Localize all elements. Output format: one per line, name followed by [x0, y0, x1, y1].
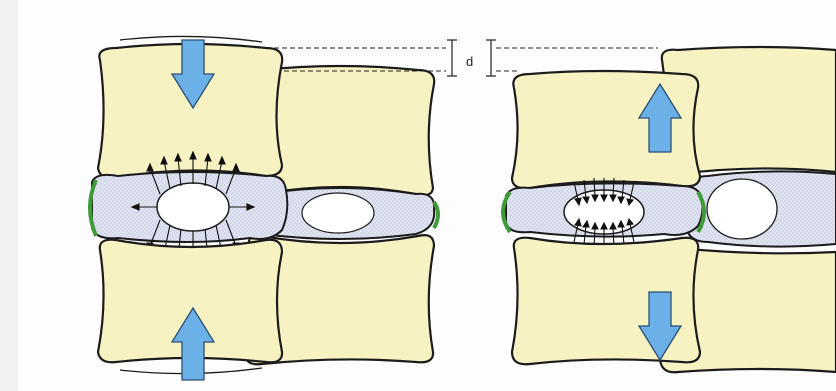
left-front-disc	[90, 172, 287, 242]
right-front-lower-vertebra	[512, 238, 700, 365]
right-back-disc	[686, 171, 836, 246]
page-margin	[0, 0, 18, 391]
left-panel	[90, 36, 438, 380]
distance-label: d	[466, 54, 473, 69]
right-panel	[503, 47, 836, 372]
right-front-upper-vertebra	[512, 71, 700, 188]
